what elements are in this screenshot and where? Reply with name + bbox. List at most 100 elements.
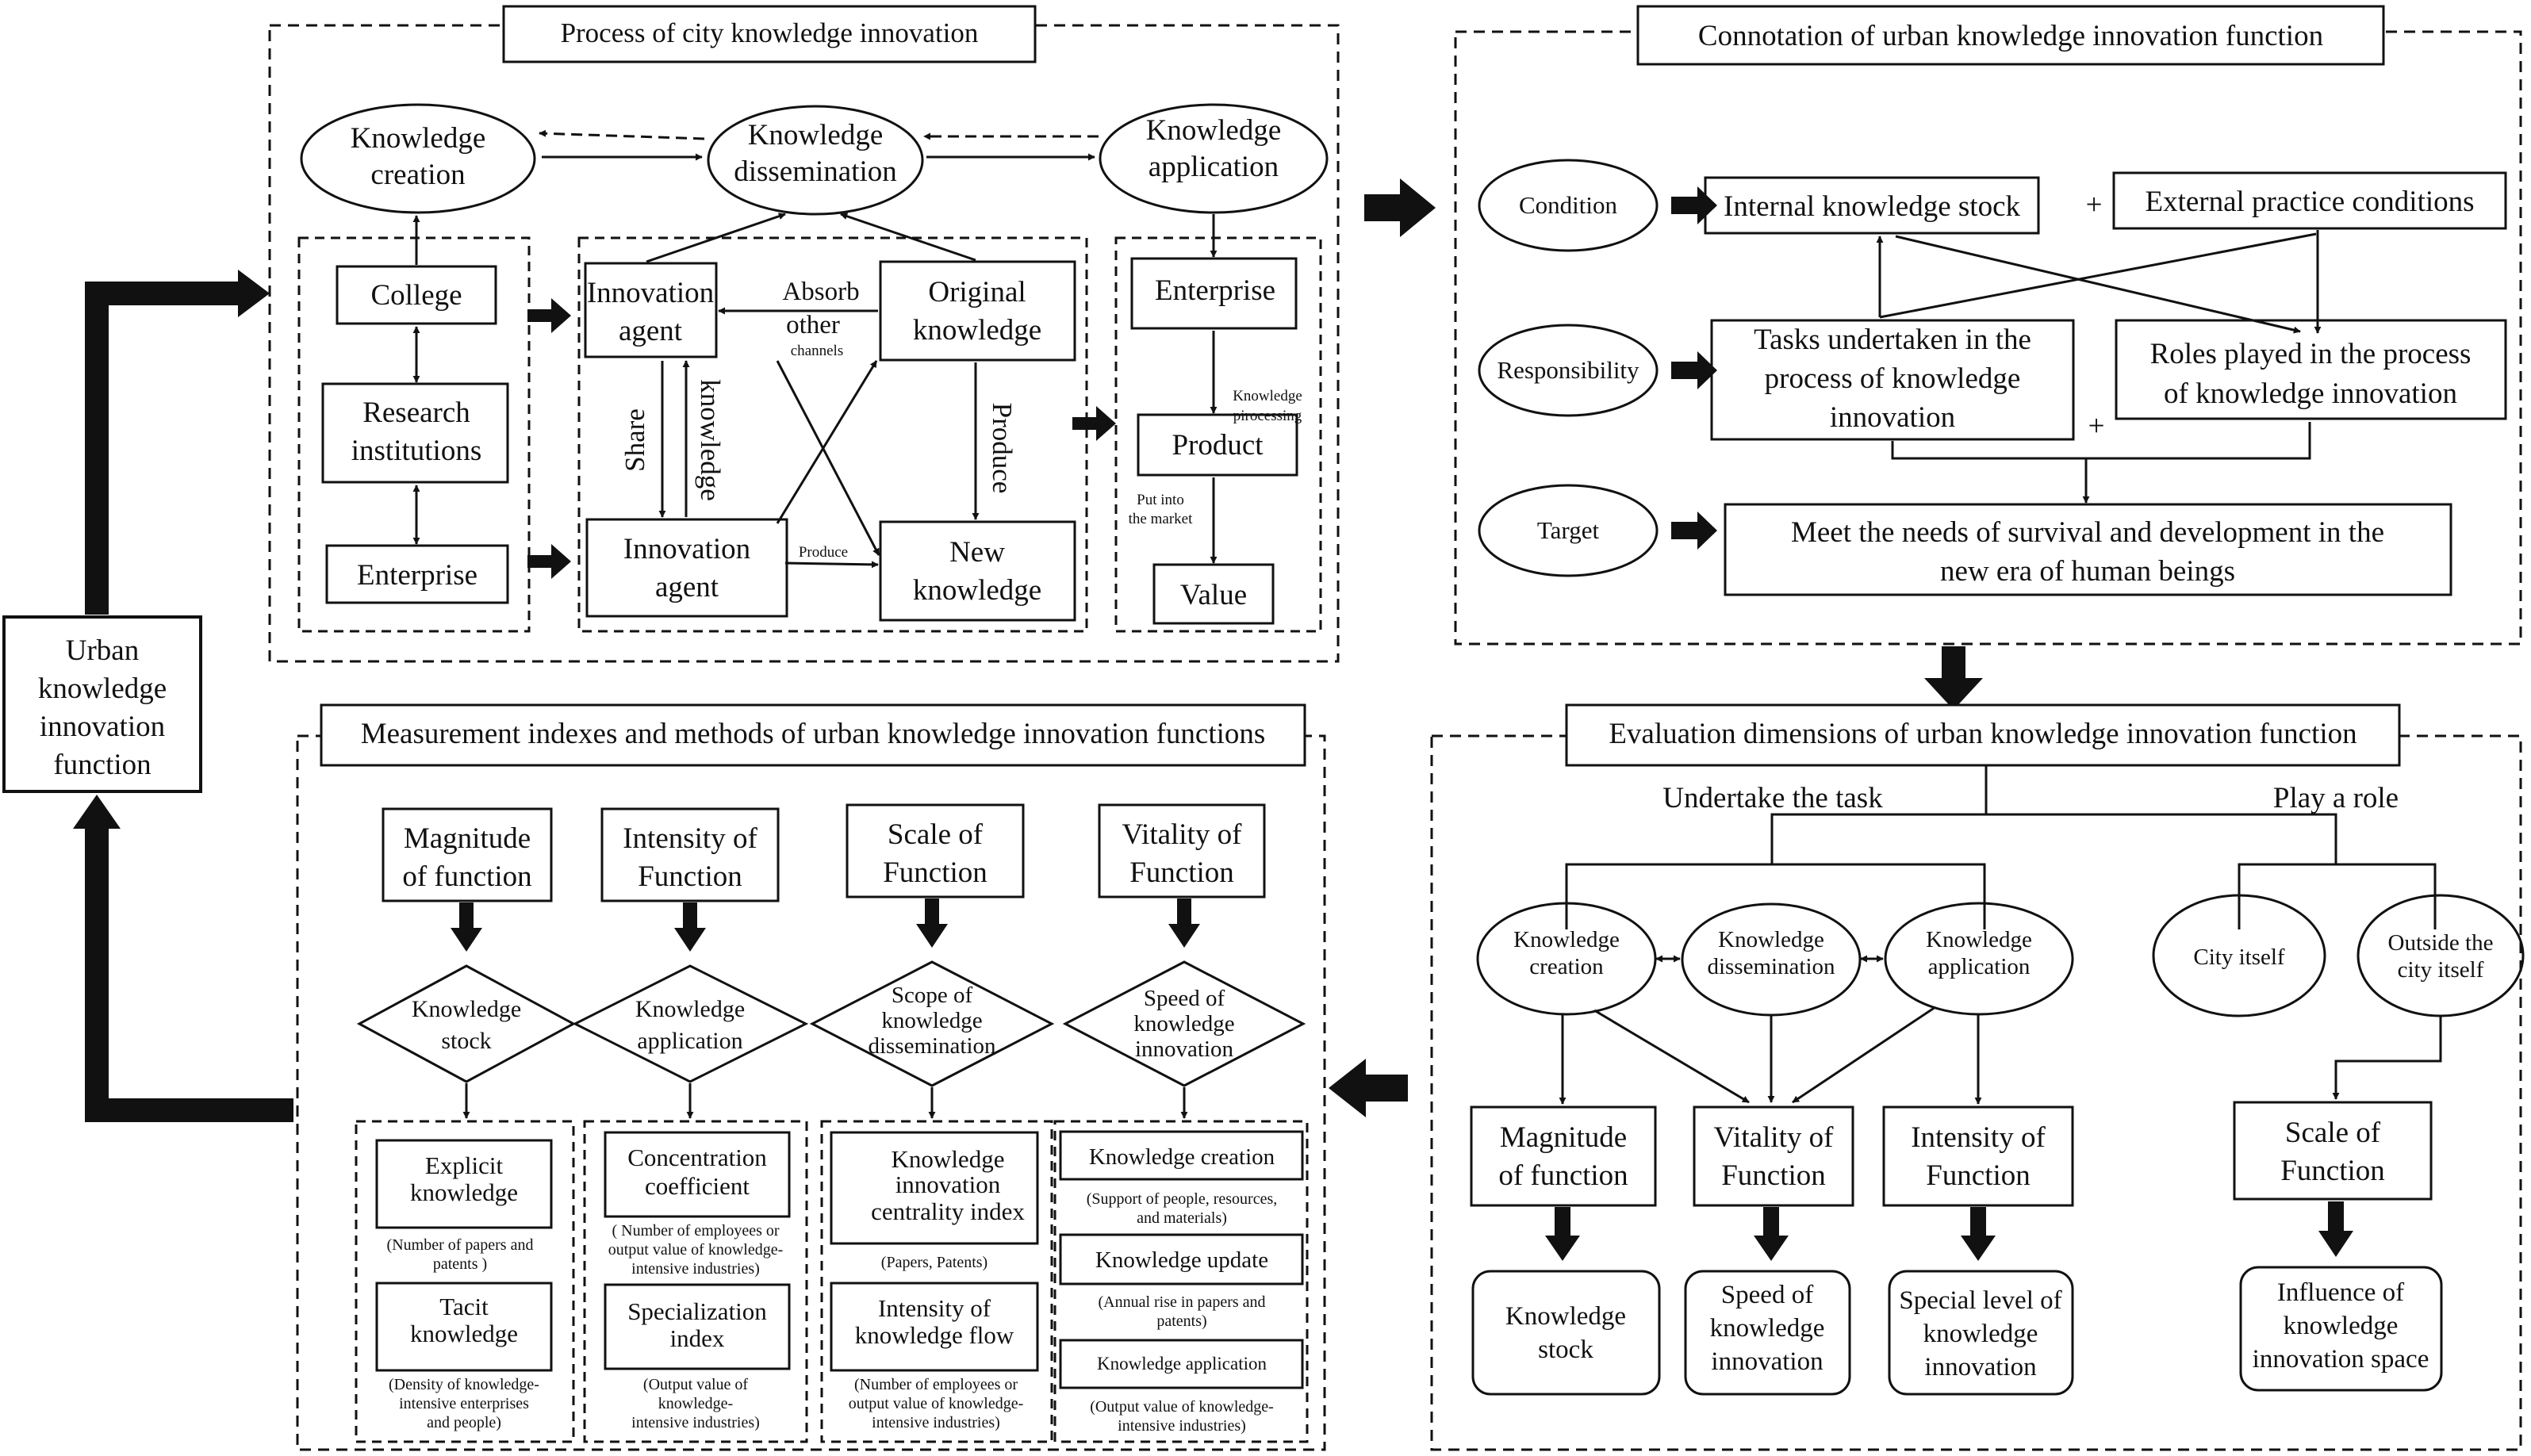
centrality-l2: innovation [895, 1171, 1001, 1198]
eval-magnitude-l1: Magnitude [1500, 1121, 1627, 1154]
proc-application-node [1099, 103, 1329, 214]
proc-creation-node [300, 103, 536, 214]
new-knowledge-l2: knowledge [913, 574, 1041, 607]
flow-l1: Intensity of [878, 1294, 991, 1322]
measurement-text: Measurement indexes and methods of urban… [361, 718, 1278, 1435]
tacit-note-l2: intensive enterprises [399, 1395, 529, 1412]
centrality-l1: Knowledge [892, 1145, 1005, 1173]
d-stock-l1: Knowledge [412, 996, 521, 1022]
proc-creation-l2: creation [370, 159, 465, 191]
process-title: Process of city knowledge innovation [561, 17, 979, 48]
measurement-title: Measurement indexes and methods of urban… [361, 718, 1266, 750]
eval-intensity-l1: Intensity of [1911, 1121, 2046, 1154]
specialization-note-l1: (Output value of [643, 1376, 749, 1393]
produce-small-label: Produce [799, 544, 848, 561]
main-loop [2, 270, 293, 1122]
eval-stock-l1: Knowledge [1505, 1302, 1626, 1331]
m-vitality-l2: Function [1129, 856, 1234, 889]
tasks-l1: Tasks undertaken in the [1754, 324, 2031, 356]
k-application-label: Knowledge application [1097, 1354, 1267, 1374]
responsibility-node [1478, 324, 1659, 417]
eval-creation-node [1476, 902, 1657, 1016]
research-box [321, 382, 509, 484]
agent-bottom-l2: agent [655, 571, 719, 603]
concentration-l1: Concentration [627, 1144, 767, 1171]
enterprise-left-label: Enterprise [357, 559, 477, 592]
eval-special-l2: knowledge [1923, 1320, 2038, 1348]
connotation-block-arrows [1671, 186, 1717, 550]
college-box [336, 265, 497, 325]
explicit-l2: knowledge [410, 1178, 518, 1206]
m-intensity-l2: Function [638, 860, 742, 893]
evaluation-panel [1430, 703, 2525, 1451]
eval-application-l2: application [1928, 954, 2031, 979]
k-application-box [1059, 1339, 1304, 1389]
eval-vitality-l2: Function [1721, 1159, 1826, 1192]
process-title-box [502, 5, 1037, 63]
main-line-1: Urban [66, 634, 139, 667]
undertake-label: Undertake the task [1662, 782, 1883, 814]
proc-application-l2: application [1149, 151, 1279, 183]
eval-intensity-l2: Function [1926, 1159, 2031, 1192]
m-magnitude-box [382, 807, 553, 902]
connotation-panel [1454, 5, 2522, 646]
evaluation-block-arrows [1545, 1201, 2353, 1261]
main-line-3: innovation [40, 711, 165, 743]
specialization-l2: index [670, 1324, 725, 1352]
specialization-note-l3: intensive industries) [631, 1414, 760, 1431]
eval-vitality-box [1693, 1105, 1854, 1207]
responsibility-label: Responsibility [1497, 356, 1639, 384]
m-vitality-box [1098, 803, 1266, 899]
target-label: Target [1537, 516, 1600, 544]
new-knowledge-box [879, 520, 1076, 622]
explicit-note-l2: patents ) [433, 1255, 487, 1273]
flow-note-l2: output value of knowledge- [849, 1395, 1024, 1412]
original-l2: knowledge [913, 314, 1041, 347]
agent-top-l1: Innovation [587, 277, 714, 309]
produce-vertical-label: Produce [987, 403, 1018, 494]
k-update-label: Knowledge update [1095, 1247, 1268, 1273]
process-panel [268, 5, 1340, 663]
tasks-l2: process of knowledge [1765, 362, 2021, 395]
roles-box [2115, 319, 2507, 420]
flow-note-l1: (Number of employees or [854, 1376, 1018, 1393]
eval-influence-box [2239, 1266, 2443, 1392]
connotation-title-box [1636, 5, 2385, 66]
channels-label: channels [791, 343, 843, 359]
proc-dissemination-node [707, 105, 924, 216]
target-node [1478, 484, 1659, 577]
city-itself-label: City itself [2193, 944, 2285, 970]
eval-dissemination-l2: dissemination [1707, 954, 1835, 979]
proc-dissemination-l1: Knowledge [748, 119, 884, 151]
needs-l2: new era of human beings [1940, 555, 2235, 588]
eval-intensity-box [1882, 1105, 2074, 1207]
d-scope-l1: Scope of [892, 983, 973, 1008]
m-scope-diamond [809, 960, 1055, 1087]
eval-speed-l1: Speed of [1721, 1281, 1813, 1309]
flow-note-l3: intensive industries) [872, 1414, 1000, 1431]
centrality-box [830, 1131, 1039, 1245]
needs-box [1724, 503, 2452, 596]
agent-top-l2: agent [619, 315, 683, 347]
original-l1: Original [928, 276, 1026, 308]
main-label: Urban knowledge innovation function [38, 634, 167, 781]
d-scope-l3: dissemination [868, 1033, 996, 1059]
eval-stock-box [1471, 1270, 1661, 1396]
research-l1: Research [362, 397, 470, 429]
knowledge-vertical-label: knowledge [695, 379, 726, 501]
research-l2: institutions [351, 435, 481, 467]
value-box [1152, 563, 1275, 625]
eval-creation-l2: creation [1529, 954, 1604, 979]
main-line-4: function [53, 749, 151, 781]
k-creation-box [1059, 1130, 1304, 1181]
original-box [879, 260, 1076, 362]
play-role-label: Play a role [2273, 782, 2399, 814]
plus-top: + [2086, 189, 2103, 221]
eval-stock-l2: stock [1538, 1335, 1593, 1364]
eval-scale-l1: Scale of [2285, 1117, 2381, 1149]
condition-node [1478, 159, 1659, 252]
tasks-l3: innovation [1830, 401, 1955, 434]
processing-l2: pirocessing [1233, 408, 1302, 424]
market-l2: the market [1129, 511, 1193, 527]
agent-bottom-l1: Innovation [623, 533, 750, 565]
